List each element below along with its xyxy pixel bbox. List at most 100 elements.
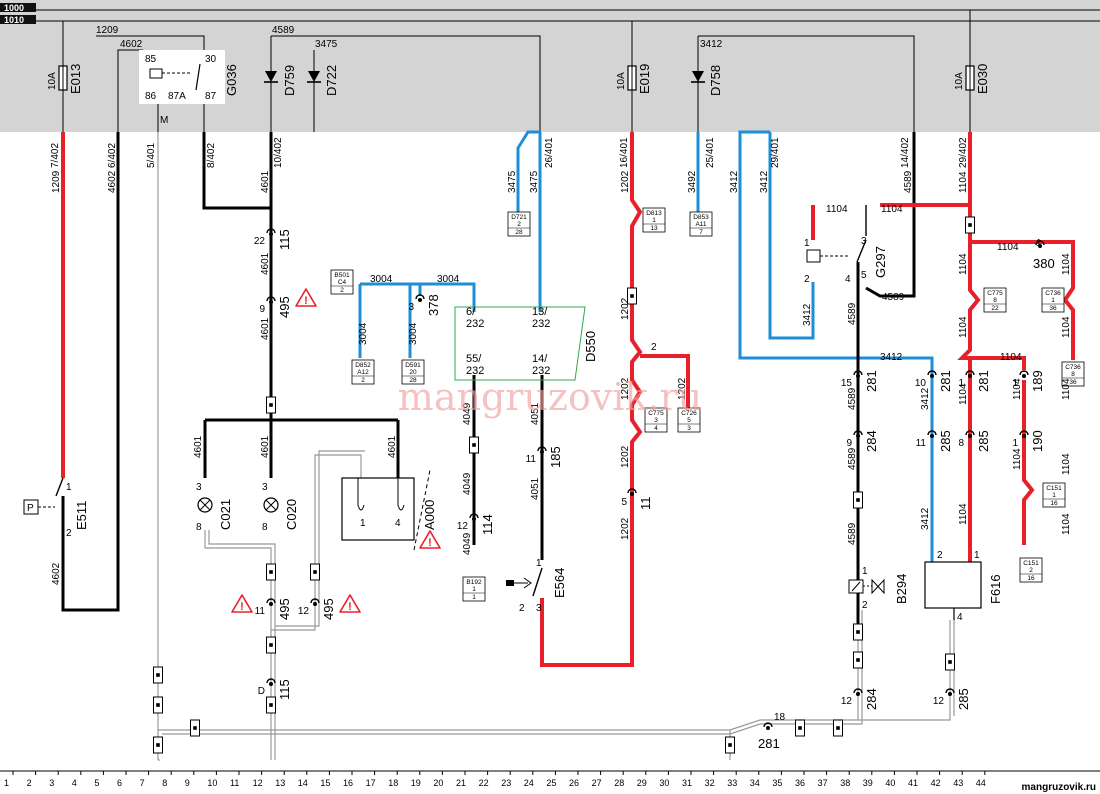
module-pin-line: 55/ [466, 353, 482, 365]
connector-495 [266, 296, 276, 302]
module-pin-line: 14/ [532, 353, 548, 365]
wire-number: 1202 [620, 377, 631, 400]
wire-number: 1104 [1000, 352, 1022, 363]
connector-label: 285 [938, 430, 953, 452]
wire-number: 3412 [729, 170, 740, 193]
connector-label: 190 [1030, 430, 1045, 452]
harness-line [858, 620, 951, 721]
rail-label: 1010 [4, 15, 24, 25]
connector-281-d [763, 722, 773, 728]
connector-pin-label: 22 [254, 236, 266, 247]
terminal-number: 14/402 [900, 137, 911, 168]
wire-number: 1104 [1061, 513, 1072, 535]
pin-label: 1 [536, 558, 542, 569]
wire-number: 1104 [1061, 453, 1072, 475]
splice-dot [798, 726, 802, 730]
valve-coil [851, 581, 861, 592]
column-number: 43 [953, 778, 963, 788]
connector-284 [853, 430, 863, 436]
column-number: 1 [4, 778, 9, 788]
reference-pin: 2 [517, 221, 521, 228]
fuse-id: E019 [637, 64, 652, 94]
column-number: 37 [818, 778, 828, 788]
reference-sub: 16 [1027, 575, 1035, 582]
connector-pin [269, 602, 273, 606]
wire-1202 [630, 132, 643, 240]
wire-number: 1202 [620, 517, 631, 540]
header-wire [96, 35, 205, 50]
reference-sub: 2 [340, 287, 344, 294]
connector-pin [540, 450, 544, 454]
harness-line [208, 530, 276, 760]
splice-dot [269, 570, 273, 574]
connector-label: 380 [1033, 256, 1055, 271]
reference-pin: 1 [652, 217, 656, 224]
wire-number: 1104 [958, 503, 969, 525]
wire-number: 4602 [120, 39, 143, 50]
reference-sub: 28 [515, 229, 523, 236]
module-pin-line: 6/ [466, 306, 476, 318]
pin-label: 1 [862, 566, 868, 577]
connector-pin-label: 12 [298, 606, 310, 617]
module-pin-label: 55/232 [466, 353, 484, 377]
relay-pin: 87A [168, 91, 186, 102]
connector-pin-label: 11 [916, 438, 927, 449]
column-number: 23 [501, 778, 511, 788]
module-d550 [454, 306, 586, 381]
column-number: 7 [140, 778, 145, 788]
pin-label: 3 [861, 236, 867, 247]
reference-pin: 1 [1051, 297, 1055, 304]
connector-495-b [266, 598, 276, 604]
wire-number: 3412 [759, 170, 770, 193]
diode-label: D758 [708, 65, 723, 96]
column-number: 29 [637, 778, 647, 788]
splice-dot [630, 294, 634, 298]
wire-number: 1104 [1061, 378, 1072, 400]
header-wire [271, 35, 541, 132]
connector-label: 285 [956, 688, 971, 710]
wire-1202-c [640, 354, 690, 410]
lamp-cross [265, 499, 277, 511]
warning-mark: ! [428, 537, 432, 549]
fuse-rating: 10A [616, 72, 627, 90]
splice-dot [968, 223, 972, 227]
pin-label: 1 [66, 482, 72, 493]
diode-d758 [692, 71, 704, 82]
component-label: D550 [583, 331, 598, 362]
column-number: 10 [207, 778, 217, 788]
splice-dot [856, 498, 860, 502]
connector-label: 495 [321, 598, 336, 620]
wire-number: 1104 [1061, 316, 1072, 338]
fuse-rating: 10A [954, 72, 965, 90]
splice-dot [472, 443, 476, 447]
relay-contact [195, 63, 201, 91]
reference-frame [462, 576, 486, 602]
wire-number: 4051 [530, 477, 541, 500]
terminal-number: 26/401 [544, 137, 555, 168]
module-pin-line: 232 [466, 318, 484, 330]
wire-3412 [738, 130, 934, 370]
reference-pin: 1 [472, 586, 476, 593]
reference-pin: 5 [687, 417, 691, 424]
column-number: 18 [388, 778, 398, 788]
connector-281-b [927, 370, 937, 376]
wire-number: 1104 [997, 242, 1019, 253]
component-label: E511 [74, 501, 89, 530]
terminal-number: 25/401 [705, 137, 716, 168]
connector-115-b [266, 678, 276, 684]
connector-label: 281 [938, 370, 953, 392]
components: D721228D813113D853A117B501C42D852A122D59… [23, 65, 1085, 754]
component-label: G297 [873, 246, 888, 278]
column-number: 8 [162, 778, 167, 788]
connector-pin-label: D [258, 686, 265, 697]
column-number: 15 [320, 778, 330, 788]
module-f616 [924, 561, 982, 609]
module-pin-line: 13/ [532, 306, 548, 318]
wire-number: 1104 [881, 204, 903, 215]
reference-code: B501 [334, 272, 350, 279]
